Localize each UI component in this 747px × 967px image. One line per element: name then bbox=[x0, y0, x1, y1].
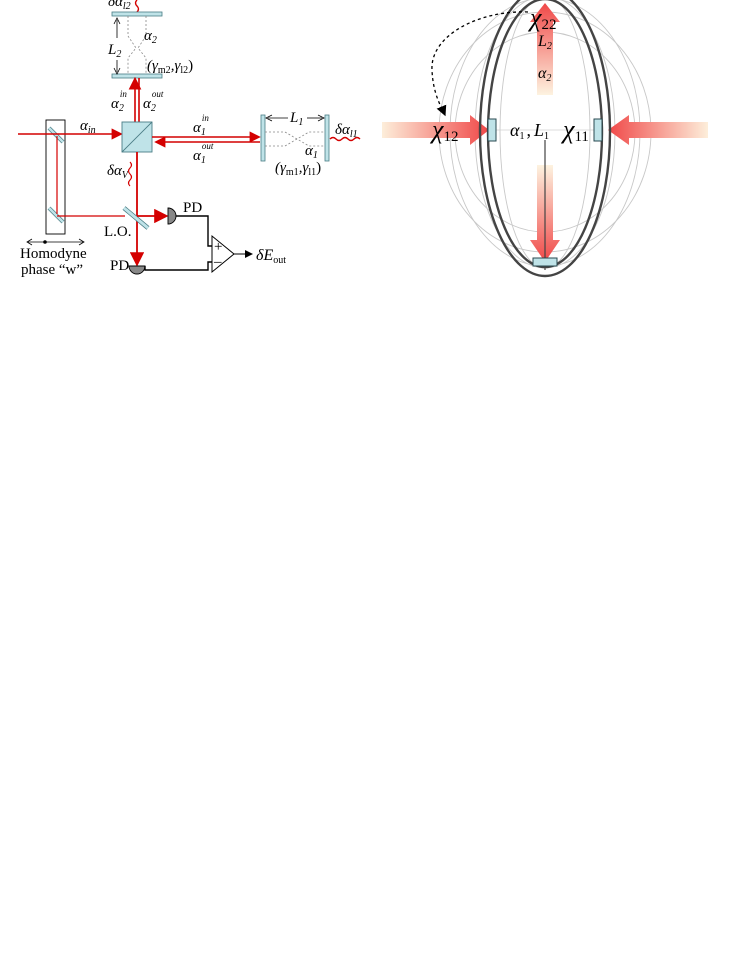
right-alpha2-label: α2 bbox=[538, 65, 551, 84]
arrow-in-left bbox=[382, 115, 489, 145]
cavity1-input-mirror bbox=[260, 114, 266, 162]
cavity2-input-mirror bbox=[111, 73, 163, 79]
differential-amplifier bbox=[211, 234, 235, 274]
alpha2-in-label: α2in bbox=[111, 89, 127, 114]
delta-alpha-v-label: δαV bbox=[107, 163, 130, 181]
cavity1-mode bbox=[265, 131, 325, 147]
alpha2-out-label: α2out bbox=[143, 89, 164, 114]
chi12-label: χ12 bbox=[429, 115, 458, 145]
mirror1-params-label: (γm1,γl1) bbox=[275, 160, 321, 178]
alpha-in-label: αin bbox=[80, 118, 96, 136]
delta-alpha-l2-label: δαl2 bbox=[108, 0, 131, 12]
l1-label: L1 bbox=[289, 110, 303, 128]
arrow-in-right bbox=[608, 115, 708, 145]
cavity1-end-mirror bbox=[324, 114, 330, 162]
homodyne-label-line2: phase “w” bbox=[21, 262, 83, 278]
noise-squiggle-l2 bbox=[134, 0, 140, 13]
arrow-up bbox=[530, 3, 560, 95]
homodyne-label-line1: Homodyne bbox=[20, 246, 87, 262]
alpha1-l1-label: α1,L1 bbox=[510, 120, 549, 142]
photodiode-bottom bbox=[128, 265, 146, 275]
alpha1-in-label: α1in bbox=[193, 113, 209, 138]
photodiode-top bbox=[167, 207, 177, 225]
cavity2-end-mirror bbox=[111, 11, 163, 17]
mirror-left bbox=[487, 118, 497, 142]
noise-squiggle-v bbox=[127, 161, 133, 187]
chi11-label: χ11 bbox=[560, 115, 589, 145]
mirror-right bbox=[593, 118, 603, 142]
lo-label: L.O. bbox=[104, 224, 132, 240]
pd-bottom-label: PD bbox=[110, 258, 129, 274]
mirror-bottom bbox=[532, 257, 558, 267]
amp-plus: + bbox=[214, 239, 222, 255]
chi22-label: χ22 bbox=[527, 3, 556, 33]
pd-top-label: PD bbox=[183, 200, 202, 216]
coupling-arrow bbox=[431, 11, 529, 117]
right-l2-label: L2 bbox=[537, 33, 552, 52]
cavity-outer-ellipse bbox=[478, 0, 612, 278]
cavity2-mode bbox=[127, 16, 147, 74]
delta-alpha-l1-label: δαl1 bbox=[335, 122, 358, 140]
coupled-cavity-diagram: χ22 L2 α2 χ12 α1,L1 χ11 bbox=[382, 0, 708, 278]
wire-pd-bottom bbox=[144, 261, 212, 271]
alpha1-out-label: α1out bbox=[193, 141, 214, 166]
alpha1-cavity-label: α1 bbox=[305, 143, 318, 161]
mirror2-params-label: (γm2,γl2) bbox=[147, 58, 193, 76]
alpha2-cavity-label: α2 bbox=[144, 28, 157, 46]
delta-e-out-label: δEout bbox=[256, 247, 286, 266]
l2-label: L2 bbox=[107, 42, 121, 60]
homodyne-phase-box bbox=[45, 119, 66, 235]
wire-pd-top bbox=[176, 215, 212, 247]
amp-minus: – bbox=[213, 254, 222, 270]
homodyne-setup: δαl2 L2 α2 (γm2,γl2) α2in α2out αin bbox=[18, 0, 361, 278]
noise-squiggle-l1 bbox=[329, 136, 361, 142]
